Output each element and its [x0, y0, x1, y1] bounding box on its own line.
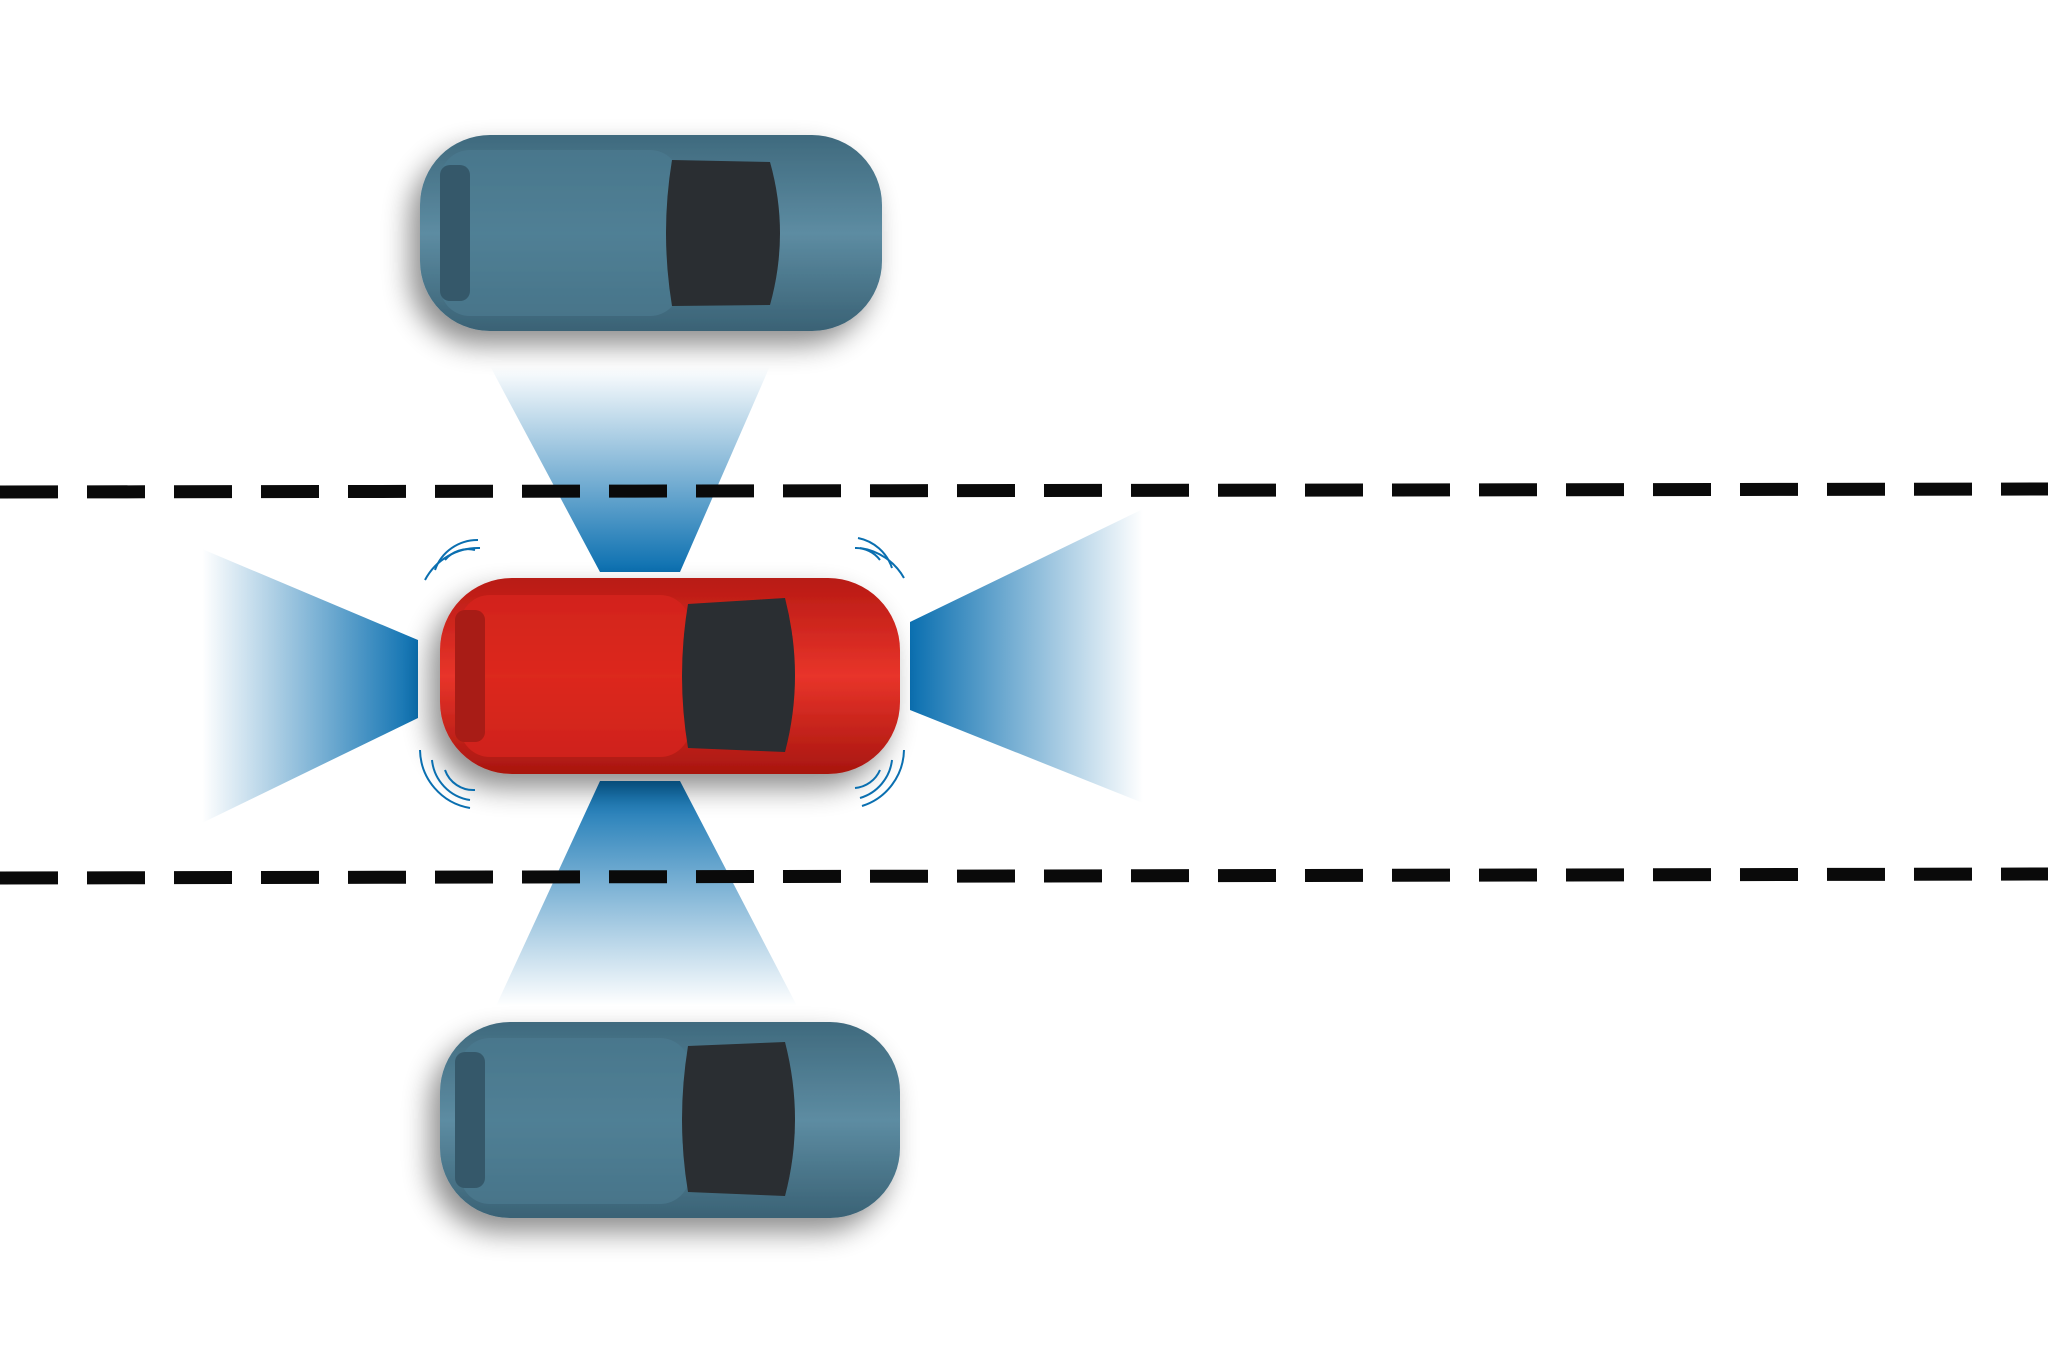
left-sensor-beam — [202, 549, 418, 823]
car-bottom-lane — [440, 1022, 900, 1218]
sensor-wave-front-right — [854, 546, 881, 561]
lane-marking-lower — [0, 867, 2048, 885]
sensor-wave-rear-left — [444, 769, 476, 792]
ego-car — [440, 578, 900, 774]
windshield — [682, 1042, 795, 1196]
lane-marking-upper — [0, 482, 2048, 499]
right-sensor-beam — [910, 509, 1143, 803]
rear-sensor-beam-down — [496, 781, 797, 1006]
windshield — [682, 598, 795, 752]
proximity-sensor-waves — [419, 537, 905, 809]
sensor-wave-rear-right — [854, 769, 881, 789]
front-sensor-beam-up — [490, 366, 770, 572]
car-top-lane — [420, 135, 882, 331]
windshield — [666, 160, 780, 306]
